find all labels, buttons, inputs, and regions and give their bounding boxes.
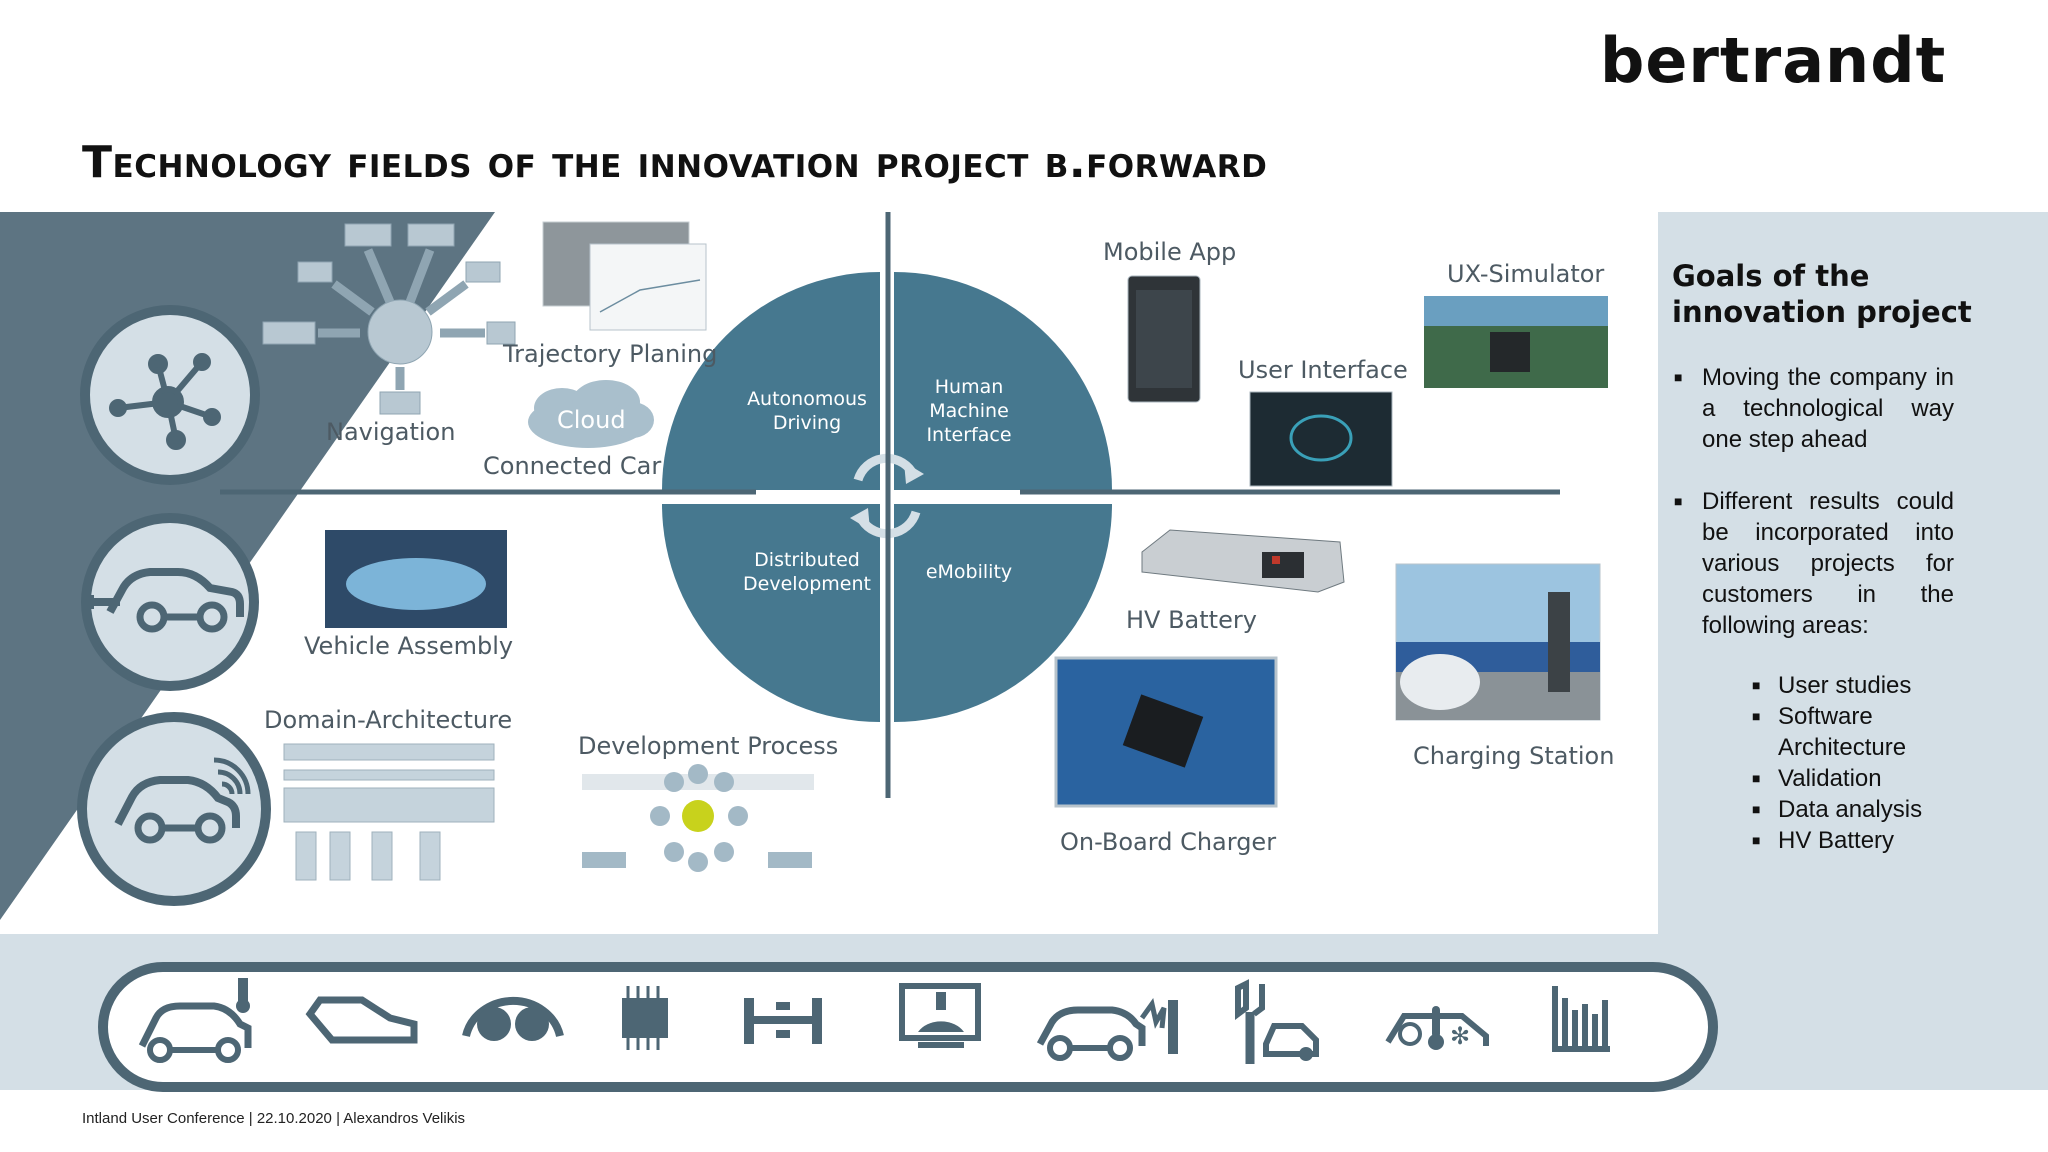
bullet-icon: ■ [1752,770,1761,786]
onboard-charger-image [1054,656,1278,808]
display-screen-icon [899,983,981,1048]
navigation-system-diagram [262,223,516,415]
electric-car-circle-icon [81,513,259,691]
hv-battery-label: HV Battery [1126,606,1257,634]
goal-subitem: ■Software Architecture [1752,703,1907,761]
user-interface-image [1249,391,1393,487]
quadrant-emobility: eMobility [925,561,1013,583]
svg-text:✻: ✻ [1450,1022,1470,1050]
development-process-image [582,764,814,872]
goal-subitem: ■HV Battery [1752,827,1895,854]
onboard-charger-label: On-Board Charger [1060,828,1277,856]
bullet-icon: ■ [1752,708,1761,724]
car-climate-icon: ✻ [1385,1006,1489,1050]
domain-architecture-label: Domain-Architecture [264,706,513,734]
car-repair-wrench-icon [1235,979,1319,1064]
vehicle-assembly-image [325,530,507,628]
trajectory-planing-label: Trajectory Planing [503,340,718,368]
car-crash-icon [1036,997,1178,1061]
connected-car-label: Connected Car [483,452,662,480]
goal-subitem: ■User studies [1752,672,1912,699]
charging-station-label: Charging Station [1413,742,1615,770]
car-sensor-icon [138,978,252,1063]
bullet-icon: ■ [1752,832,1761,848]
page-title: Technology fields of the innovation proj… [82,137,1268,188]
trajectory-planing-image [542,221,707,331]
technology-quadrant-circle [662,272,1112,722]
mobile-app-image [1127,275,1201,403]
diagram-graphics [0,212,1608,920]
connected-car-circle-icon [77,712,271,906]
bullet-icon: ■ [1674,369,1683,385]
development-process-label: Development Process [578,732,839,760]
bar-chart-icon [1552,986,1610,1052]
network-circle-icon [80,305,260,485]
chassis-axle-icon [744,998,822,1044]
cloud-label: Cloud [557,406,626,434]
footer-text: Intland User Conference | 22.10.2020 | A… [82,1110,466,1127]
dashboard-gauges-icon [462,997,564,1041]
goal-subitem: ■Data analysis [1752,796,1923,823]
vehicle-assembly-label: Vehicle Assembly [304,632,514,660]
ux-simulator-label: UX-Simulator [1447,260,1605,288]
domain-architecture-image [283,743,495,881]
ux-simulator-image [1424,296,1608,388]
car-body-icon [305,996,418,1044]
microchip-icon [622,986,668,1050]
hv-battery-image [1141,529,1345,593]
goals-title: Goals of the innovation project [1672,259,1972,329]
goal-item: ■ Different results could be incorporate… [1674,488,1954,639]
bullet-icon: ■ [1674,493,1683,509]
user-interface-label: User Interface [1238,356,1408,384]
goals-panel [1658,212,2048,934]
navigation-label: Navigation [326,418,456,446]
bullet-icon: ■ [1752,801,1761,817]
charging-station-image [1395,563,1601,721]
bullet-icon: ■ [1752,677,1761,693]
mobile-app-label: Mobile App [1103,238,1237,266]
cycle-arrows-icon [850,453,924,539]
goal-item: ■ Moving the company in a technological … [1674,364,1954,453]
cloud-shape [528,380,654,448]
goal-subitem: ■Validation [1752,765,1882,792]
bertrandt-logo: bertrandt [1600,24,1947,97]
